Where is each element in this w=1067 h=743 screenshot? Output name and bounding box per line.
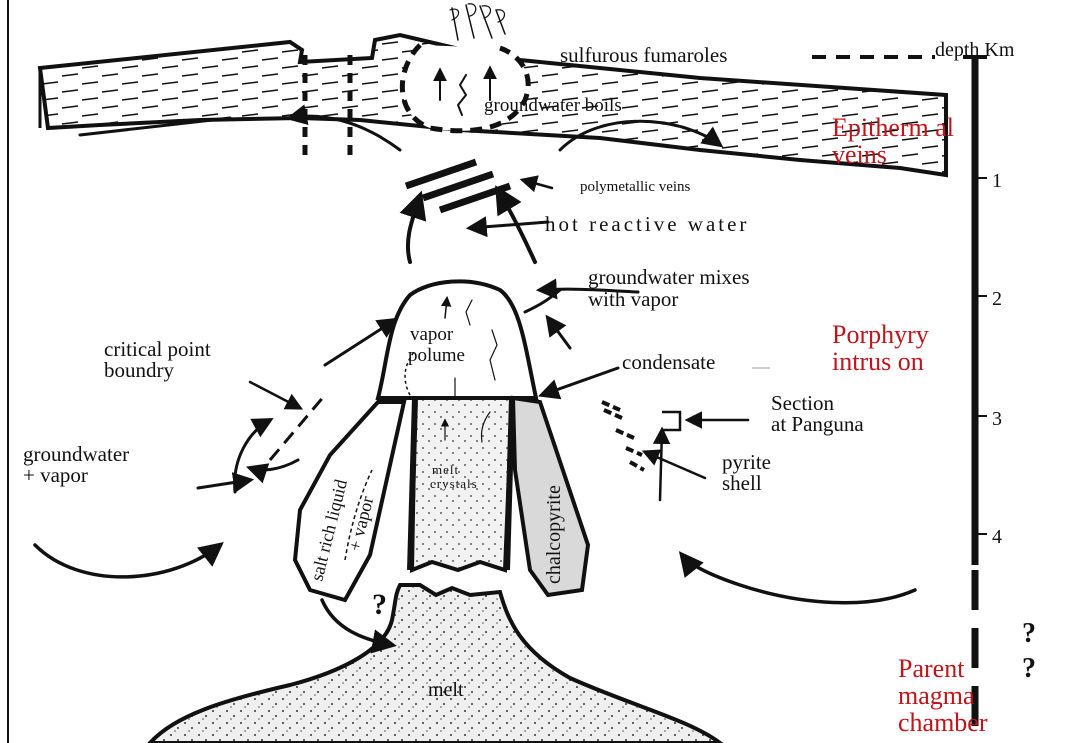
question-mark-1: ? [372,588,387,621]
melt-crystals-label-2: crystals [430,476,478,491]
condensate-label: condensate [622,350,715,374]
chalcopyrite-label: chalcopyrite [543,485,565,584]
zone-parent-1: Parent [898,654,965,683]
depth-scale [963,55,987,743]
melt-label: melt [428,679,464,701]
critical-label-2: boundry [104,358,174,382]
zone-epithermal-2: veins [832,140,887,169]
depth-tick-4: 4 [992,526,1002,548]
vapor-plume [378,281,536,398]
vapor-label-2: polume [408,345,465,366]
depth-tick-1: 1 [992,170,1002,192]
zone-epithermal-1: Epitherm al [832,113,954,142]
zone-parent-2: magma [898,681,975,710]
zone-porphyry-1: Porphyry [832,320,929,349]
polymetallic-label: polymetallic veins [580,179,691,195]
gw-vapor-label-2: + vapor [23,463,88,487]
groundwater-boils-label: groundwater boils [484,95,622,116]
section-bracket [662,412,748,430]
section-label-2: at Panguna [771,412,864,436]
question-mark-2: ? [1022,618,1036,649]
zone-porphyry-2: intrus on [832,347,924,376]
pyrite-label-2: shell [722,471,762,495]
depth-title: depth Km [935,39,1015,61]
polymetallic-veins [406,162,552,210]
vapor-label-1: vapor [410,324,454,345]
depth-tick-3: 3 [992,408,1002,430]
depth-tick-2: 2 [992,288,1002,310]
question-mark-3: ? [1022,653,1036,684]
mixes-label-2: with vapor [588,287,678,311]
hot-water-arrows [408,190,548,262]
hot-water-label: hot reactive water [545,212,749,236]
fumaroles-label: sulfurous fumaroles [560,43,727,67]
zone-parent-3: chamber [898,708,988,737]
fumarole-plume-icon [450,4,505,40]
pyrite-shell-marks [602,402,705,478]
mixes-label-1: groundwater mixes [588,265,750,289]
melt-crystals-label-1: melt [432,462,459,477]
melt-body [150,585,720,743]
